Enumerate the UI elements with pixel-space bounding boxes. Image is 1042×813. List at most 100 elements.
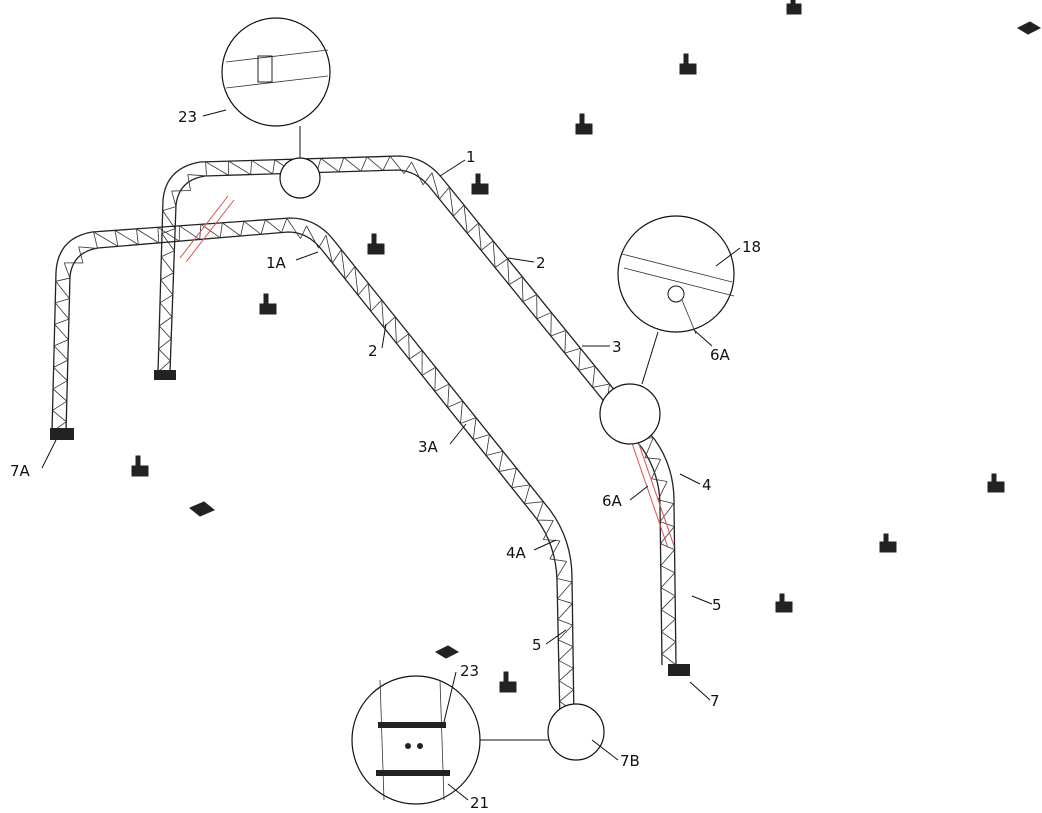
truss-web-member — [480, 240, 494, 251]
truss-web-member — [661, 595, 676, 611]
label-leaders — [41, 109, 741, 801]
truss-web-member — [660, 526, 675, 544]
truss-web-member — [578, 348, 581, 371]
truss-web-member — [343, 157, 362, 172]
bracket-icon — [679, 53, 697, 75]
truss-web-member — [338, 157, 345, 172]
truss-web-member — [157, 227, 160, 243]
label-5-left: 5 — [532, 636, 542, 654]
label-4: 4 — [702, 476, 712, 494]
part-labels: 23 1 1A 2 2 18 6A 3 3A 4 6A 4A 5 5 7A 7 … — [10, 108, 761, 812]
truss-web-member — [114, 230, 139, 245]
truss-web-member — [187, 174, 207, 177]
truss-web-member — [396, 333, 409, 344]
truss-web-member — [434, 383, 450, 392]
truss-web-member — [300, 225, 307, 239]
truss-web-member — [332, 249, 342, 264]
label-2-right: 2 — [536, 254, 546, 272]
truss-web-member — [272, 159, 276, 174]
truss-web-member — [243, 220, 262, 235]
truss-web-member — [498, 467, 517, 472]
foot-plate-7A — [50, 428, 74, 440]
truss-web-member — [536, 501, 544, 521]
label-7B: 7B — [620, 752, 640, 770]
truss-web-member — [161, 228, 176, 235]
truss-web-member — [592, 366, 596, 388]
truss-web-member — [78, 246, 84, 264]
truss-web-member — [408, 333, 410, 360]
truss-web-member — [250, 160, 253, 175]
rear-truss-arch — [154, 155, 690, 676]
truss-web-member — [478, 222, 482, 251]
front-truss-arch — [50, 217, 586, 732]
bracket-icon — [367, 233, 385, 255]
truss-web-member — [524, 501, 544, 505]
truss-web-member — [394, 316, 397, 344]
truss-web-member — [522, 294, 537, 303]
truss-web-member — [157, 227, 180, 242]
detail-circle-21 — [351, 675, 605, 805]
truss-web-member — [54, 302, 70, 320]
truss-web-member — [511, 484, 530, 489]
truss-web-member — [659, 503, 674, 522]
truss-web-member — [564, 330, 567, 354]
label-1: 1 — [466, 148, 476, 166]
truss-web-member — [463, 204, 468, 234]
bracket-icon — [775, 593, 793, 613]
truss-web-member — [434, 367, 436, 392]
truss-web-member — [53, 345, 69, 361]
truss-web-member — [320, 158, 340, 173]
label-21: 21 — [470, 794, 489, 812]
truss-web-member — [661, 653, 677, 666]
truss-web-member — [136, 228, 159, 244]
truss-web-member — [54, 324, 69, 340]
truss-web-member — [558, 646, 574, 661]
loose-brackets — [131, 0, 1042, 693]
truss-web-member — [494, 258, 508, 268]
detail-circle-18 — [599, 215, 735, 445]
bracket-icon — [259, 293, 277, 315]
truss-web-member — [521, 276, 524, 302]
truss-web-member — [219, 222, 223, 238]
truss-web-member — [222, 222, 241, 237]
bracket-icon — [575, 113, 593, 135]
truss-web-member — [447, 384, 450, 408]
truss-web-member — [657, 499, 674, 504]
truss-web-member — [651, 478, 668, 482]
truss-web-member — [286, 218, 301, 239]
truss-web-member — [306, 225, 319, 249]
truss-web-member — [281, 218, 288, 233]
truss-web-member — [382, 156, 391, 171]
truss-web-member — [549, 540, 561, 560]
truss-web-member — [354, 266, 359, 296]
truss-web-member — [63, 262, 71, 279]
truss-web-member — [344, 266, 356, 280]
truss-web-member — [558, 660, 574, 669]
bracket-icon — [1016, 21, 1042, 35]
truss-web-member — [55, 277, 71, 282]
truss-web-member — [159, 316, 173, 327]
truss-web-member — [205, 161, 229, 176]
truss-web-member — [357, 282, 369, 296]
truss-web-member — [325, 235, 333, 264]
truss-web-member — [251, 160, 273, 175]
truss-web-member — [661, 631, 676, 643]
bracket-icon — [434, 645, 460, 659]
label-23-bottom: 23 — [460, 662, 479, 680]
truss-web-member — [431, 172, 440, 200]
truss-web-member — [422, 172, 433, 186]
truss-web-member — [558, 639, 574, 647]
truss-web-member — [557, 603, 573, 620]
truss-web-member — [52, 400, 68, 411]
truss-web-member — [159, 294, 173, 304]
label-4A: 4A — [506, 544, 527, 562]
truss-web-member — [318, 234, 327, 249]
label-7: 7 — [710, 692, 720, 710]
truss-web-member — [78, 246, 98, 249]
label-7A: 7A — [10, 462, 31, 480]
truss-web-member — [473, 434, 490, 440]
bracket-icon — [131, 455, 149, 477]
truss-web-member — [661, 609, 676, 620]
bracket-icon — [879, 533, 897, 553]
truss-web-member — [492, 240, 496, 268]
